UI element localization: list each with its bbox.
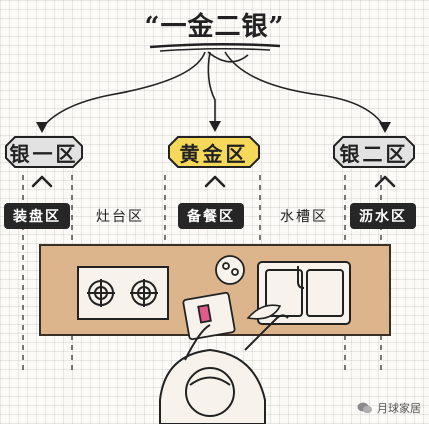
area-prep: 备餐区 [178, 203, 244, 229]
bowl [215, 255, 245, 285]
branch-arrows [41, 51, 386, 129]
vegetable [246, 304, 282, 320]
watermark-text: 月球家居 [377, 402, 421, 415]
person [159, 314, 289, 424]
zone-silver-one: 银一区 [5, 136, 83, 168]
chevron-up-icon [204, 175, 226, 188]
up-chevrons [31, 175, 396, 188]
zone-badge-shape [168, 136, 260, 168]
arrow-heads [36, 121, 391, 133]
zone-label: 银二区 [339, 141, 409, 166]
arrow-loop [207, 51, 249, 63]
area-plating: 装盘区 [4, 203, 70, 229]
zone-badge-shape [333, 136, 415, 168]
zone-badge-shape [5, 136, 83, 168]
area-stove: 灶台区 [96, 209, 144, 225]
chevron-up-icon [31, 175, 53, 188]
title-underline-2 [159, 47, 271, 52]
page-title: “一金二银” [144, 12, 285, 42]
watermark: 月球家居 [357, 400, 421, 416]
arrow-to-gold [207, 51, 216, 128]
chevron-up-icon [374, 175, 396, 188]
wechat-icon [357, 402, 372, 414]
zone-label: 银一区 [9, 141, 79, 166]
stove [77, 266, 169, 320]
cutting-board [182, 291, 236, 341]
zone-gold: 黄金区 [168, 136, 260, 168]
title-underline [149, 42, 281, 49]
area-sink: 水槽区 [280, 209, 328, 225]
arrow-to-silver-one [41, 51, 206, 129]
zone-label: 黄金区 [179, 141, 249, 166]
arrow-to-silver-two [224, 51, 386, 129]
area-draining: 沥水区 [350, 203, 416, 229]
zone-silver-two: 银二区 [333, 136, 415, 168]
sink [257, 261, 351, 325]
